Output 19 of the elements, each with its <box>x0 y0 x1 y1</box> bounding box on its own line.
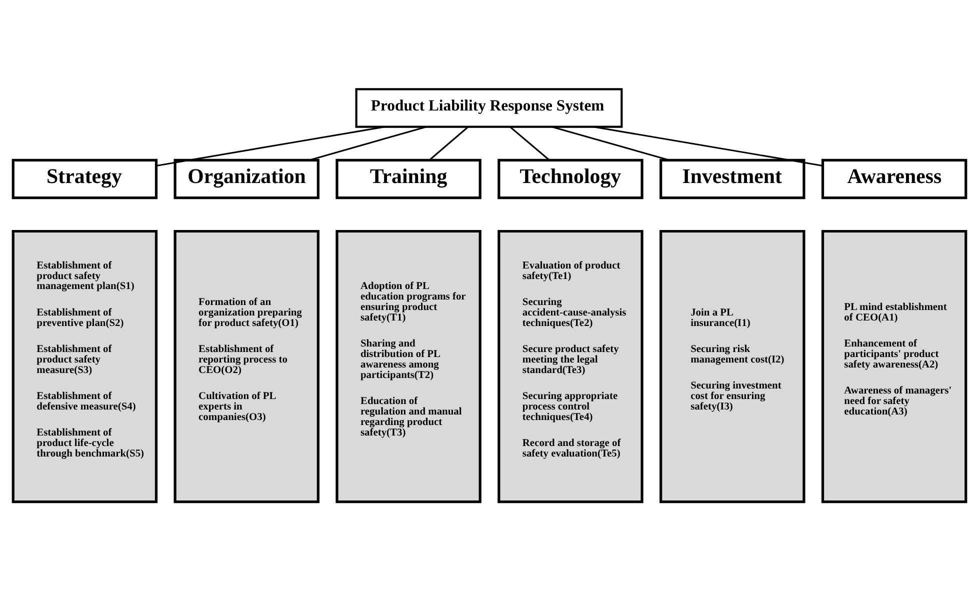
connector <box>510 126 550 161</box>
node-box: Investment <box>660 158 806 200</box>
node-box: Establishment of product safety management plan(S1) Establishment of preventive plan(S2) Establishment of product safety measure(S3) Establishment of defensive measure(S4) Establishment of product life-cycle through benchmark(S5) <box>12 230 158 504</box>
node-box: PL mind establishment of CEO(A1) Enhancement of participants' product safety awareness(A2) Awareness of managers' need for safety education(A3) <box>821 230 968 504</box>
connector <box>552 126 670 161</box>
node-box: Organization <box>174 158 320 200</box>
connector <box>156 126 385 166</box>
connector <box>308 126 426 161</box>
connector <box>593 126 823 167</box>
connector <box>429 126 468 161</box>
node-box: Strategy <box>12 158 158 200</box>
node-box: Join a PL insurance(I1) Securing risk management cost(I2) Securing investment cost for ensuring safety(I3) <box>660 230 806 504</box>
node-box: Evaluation of product safety(Te1) Securing accident-cause-analysis techniques(Te2) Secure product safety meeting the legal standard(Te3) Securing appropriate process control techniques(Te4) Record and storage of safety evaluation(Te5) <box>498 230 644 504</box>
node-box: Technology <box>498 158 644 200</box>
node-box: Product Liability Response System <box>355 88 623 128</box>
node-box: Awareness <box>821 158 968 200</box>
node-box: Adoption of PL education programs for ensuring product safety(T1) Sharing and distribution of PL awareness among participants(T2) Education of regulation and manual regarding product safety(T3) <box>336 230 482 504</box>
node-box: Formation of an organization preparing for product safety(O1) Establishment of reporting process to CEO(O2) Cultivation of PL experts in companies(O3) <box>174 230 320 504</box>
node-box: Training <box>336 158 482 200</box>
